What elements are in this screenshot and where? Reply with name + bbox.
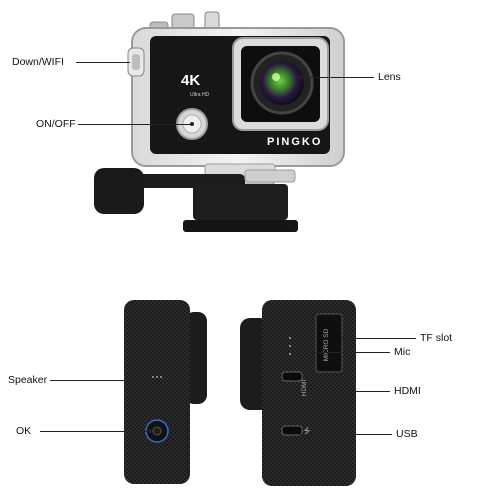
mic-hole xyxy=(289,345,291,347)
callout-dot-ok xyxy=(148,429,152,433)
callout-line-speaker xyxy=(50,380,150,381)
tf-card-slot xyxy=(315,313,343,373)
mount-thumbscrew xyxy=(94,168,144,214)
label-down-wifi: Down/WIFI xyxy=(12,56,64,68)
lens-glass xyxy=(260,61,304,105)
label-ok: OK xyxy=(16,425,32,437)
camera-left-side xyxy=(124,300,207,484)
callout-line-ok xyxy=(40,431,150,432)
ok-button-cap xyxy=(152,426,162,436)
slot-label: MICRO SD xyxy=(323,328,330,361)
speaker-hole xyxy=(152,376,154,378)
label-usb: USB xyxy=(396,428,418,440)
camera-right-side: MICRO SD HDMI ⭍ xyxy=(240,300,356,486)
mount-base xyxy=(193,184,288,220)
callout-line-on-off xyxy=(78,124,192,125)
callout-line-down-wifi xyxy=(76,62,130,63)
brand-logo: PINGKO xyxy=(267,136,322,148)
usb-port xyxy=(281,425,303,436)
speaker-hole xyxy=(156,376,158,378)
label-on-off: ON/OFF xyxy=(36,118,76,130)
hdmi-port-label: HDMI xyxy=(301,380,308,397)
mount-bolt xyxy=(244,169,296,183)
label-speaker: Speaker xyxy=(8,374,48,386)
callout-line-hdmi xyxy=(302,391,390,392)
callout-line-mic xyxy=(290,352,390,353)
callout-line-lens xyxy=(300,77,374,78)
callout-dot-lens xyxy=(298,75,302,79)
callout-line-tf-slot xyxy=(340,338,416,339)
left-lens-protrusion xyxy=(185,312,207,404)
down-wifi-button-cap xyxy=(132,54,140,70)
resolution-badge: 4K xyxy=(181,72,200,89)
speaker-hole xyxy=(160,376,162,378)
label-lens: Lens xyxy=(378,71,401,83)
label-mic: Mic xyxy=(394,346,411,358)
mic-hole xyxy=(289,353,291,355)
left-side-body xyxy=(124,300,190,484)
housed-camera xyxy=(94,11,345,232)
mount-plate xyxy=(183,220,298,232)
hdmi-port xyxy=(281,371,303,382)
label-tf-slot: TF slot xyxy=(420,332,453,344)
label-hdmi: HDMI xyxy=(394,385,421,397)
callout-line-usb xyxy=(300,434,392,435)
mic-hole xyxy=(289,337,291,339)
lens-highlight xyxy=(272,73,280,81)
resolution-sub: Ultra HD xyxy=(190,92,210,98)
usb-icon: ⭍ xyxy=(304,427,311,436)
callout-dot-on-off xyxy=(190,122,194,126)
